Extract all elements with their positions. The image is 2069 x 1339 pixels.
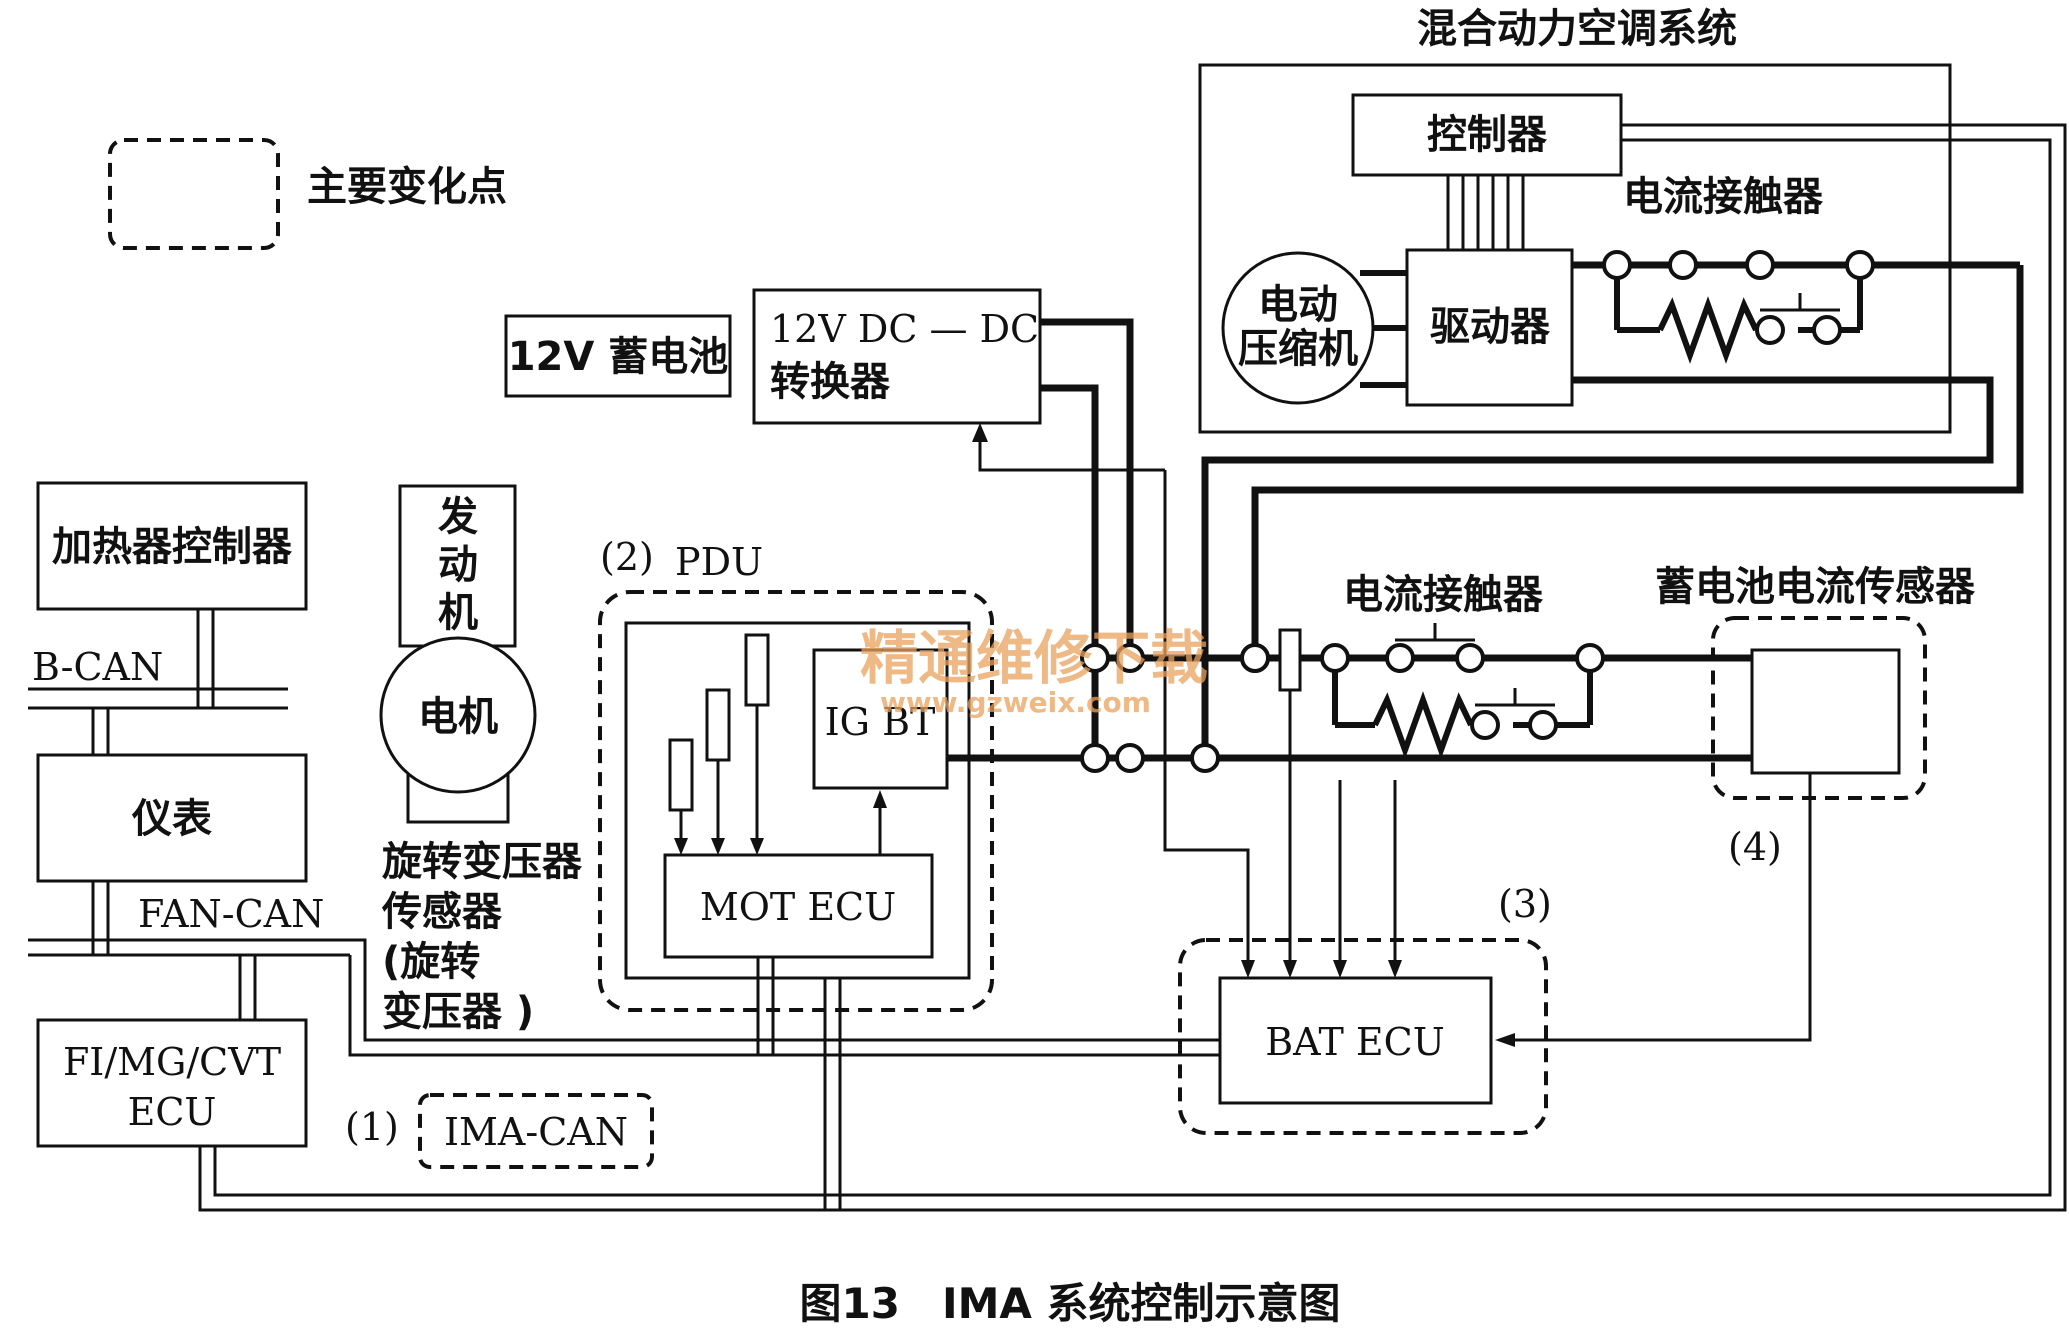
heater-controller-label: 加热器控制器 bbox=[52, 524, 293, 570]
mot-ecu-to-igbt-arrowhead bbox=[873, 790, 887, 808]
ima-can-bus bbox=[198, 123, 2067, 1212]
bat-ecu-sense-arrowheads bbox=[1241, 960, 1402, 978]
ima-can-number: (1) bbox=[345, 1105, 399, 1149]
watermark-cn: 精通维修下载 bbox=[860, 624, 1208, 692]
electric-compressor-label-1: 电动 bbox=[1258, 282, 1338, 328]
bat-ecu-sense-lines bbox=[1338, 780, 1397, 965]
resolver-label-3: (旋转 bbox=[382, 939, 480, 985]
fi-mg-cvt-ecu-box bbox=[36, 1018, 308, 1148]
b-can-bus bbox=[28, 609, 288, 755]
engine-label-3: 机 bbox=[438, 590, 478, 636]
fan-can-label: FAN-CAN bbox=[138, 892, 324, 936]
hvac-contactor-circuit bbox=[1572, 261, 2020, 364]
main-contactor-terminals bbox=[1240, 643, 1605, 740]
meter-label: 仪表 bbox=[131, 796, 212, 842]
watermark-url: www.gzweix.com bbox=[880, 686, 1151, 719]
heater-controller-box bbox=[36, 481, 308, 611]
hvac-controller-label: 控制器 bbox=[1427, 112, 1548, 158]
mot-ecu-box bbox=[663, 853, 934, 959]
hvac-contactor-label: 电流接触器 bbox=[1623, 174, 1824, 220]
fan-can-bus bbox=[28, 881, 1220, 1057]
sensor-signal-arrowhead bbox=[1495, 1033, 1515, 1047]
legend-dashed-box bbox=[108, 138, 280, 250]
mot-ecu-can-drops bbox=[756, 957, 842, 1210]
pdu-sensor-arrowheads bbox=[674, 838, 764, 855]
battery-current-sensor-label: 蓄电池电流传感器 bbox=[1655, 564, 1976, 610]
motor-circle bbox=[379, 636, 537, 794]
bat-ecu-box bbox=[1218, 976, 1493, 1105]
engine-label-1: 发 bbox=[438, 494, 478, 540]
igbt-label: IG BT bbox=[825, 700, 936, 744]
hv-shunt bbox=[1278, 628, 1302, 692]
motor-label: 电机 bbox=[418, 694, 498, 740]
b-can-label: B-CAN bbox=[32, 645, 163, 689]
bat-ecu-dashed-frame bbox=[1178, 938, 1548, 1135]
battery-current-sensor-box bbox=[1750, 648, 1901, 775]
mot-ecu-label: MOT ECU bbox=[700, 885, 896, 929]
engine-label-2: 动 bbox=[438, 542, 478, 588]
pdu-sensors bbox=[668, 633, 770, 845]
resolver-label-4: 变压器 ) bbox=[382, 989, 534, 1035]
resolver-label-1: 旋转变压器 bbox=[382, 839, 583, 885]
battery-12v-box bbox=[504, 314, 732, 398]
main-contactor-circuit bbox=[1332, 623, 1593, 759]
fi-mg-cvt-ecu-label-1: FI/MG/CVT bbox=[63, 1040, 281, 1084]
hvac-driver-box bbox=[1405, 248, 1574, 407]
electric-compressor-label-2: 压缩机 bbox=[1238, 326, 1358, 372]
pdu-number: (2) bbox=[600, 535, 654, 579]
ima-can-dashed-frame bbox=[418, 1093, 654, 1169]
dcdc-converter-box bbox=[752, 288, 1042, 425]
dcdc-converter-label-2: 转换器 bbox=[770, 359, 891, 405]
battery-12v-label: 12V 蓄电池 bbox=[508, 334, 729, 380]
bat-ecu-label: BAT ECU bbox=[1265, 1020, 1445, 1064]
hvac-title: 混合动力空调系统 bbox=[1417, 6, 1737, 52]
compressor-phase-wires bbox=[1360, 270, 1407, 388]
hvac-driver-label: 驱动器 bbox=[1430, 304, 1551, 350]
igbt-box bbox=[812, 648, 949, 790]
controller-driver-bus bbox=[1446, 175, 1525, 250]
ima-can-label: IMA-CAN bbox=[444, 1110, 628, 1154]
dcdc-control-line bbox=[978, 430, 1165, 472]
bat-ecu-number: (3) bbox=[1498, 882, 1552, 926]
dcdc-control-arrowhead bbox=[972, 423, 988, 442]
sensor-number: (4) bbox=[1728, 825, 1782, 869]
hvac-controller-box bbox=[1351, 93, 1623, 177]
sensor-signal-line bbox=[1505, 773, 1812, 1042]
pdu-label: PDU bbox=[675, 540, 763, 584]
hvac-system-frame bbox=[1198, 63, 1952, 434]
meter-box bbox=[36, 753, 308, 883]
engine-box bbox=[398, 484, 517, 648]
legend-label: 主要变化点 bbox=[307, 164, 507, 210]
dcdc-power-lines bbox=[1040, 318, 1134, 758]
resolver-label-2: 传感器 bbox=[381, 889, 503, 935]
hvac-contactor-terminals bbox=[1602, 250, 1875, 345]
pdu-dashed-frame bbox=[598, 590, 994, 1012]
dcdc-converter-label-1: 12V DC — DC bbox=[770, 307, 1039, 351]
hvac-power-lines bbox=[1201, 265, 2024, 758]
fi-mg-cvt-ecu-label-2: ECU bbox=[128, 1090, 217, 1134]
figure-caption: 图13 IMA 系统控制示意图 bbox=[800, 1279, 1341, 1328]
main-contactor-label: 电流接触器 bbox=[1343, 572, 1544, 618]
